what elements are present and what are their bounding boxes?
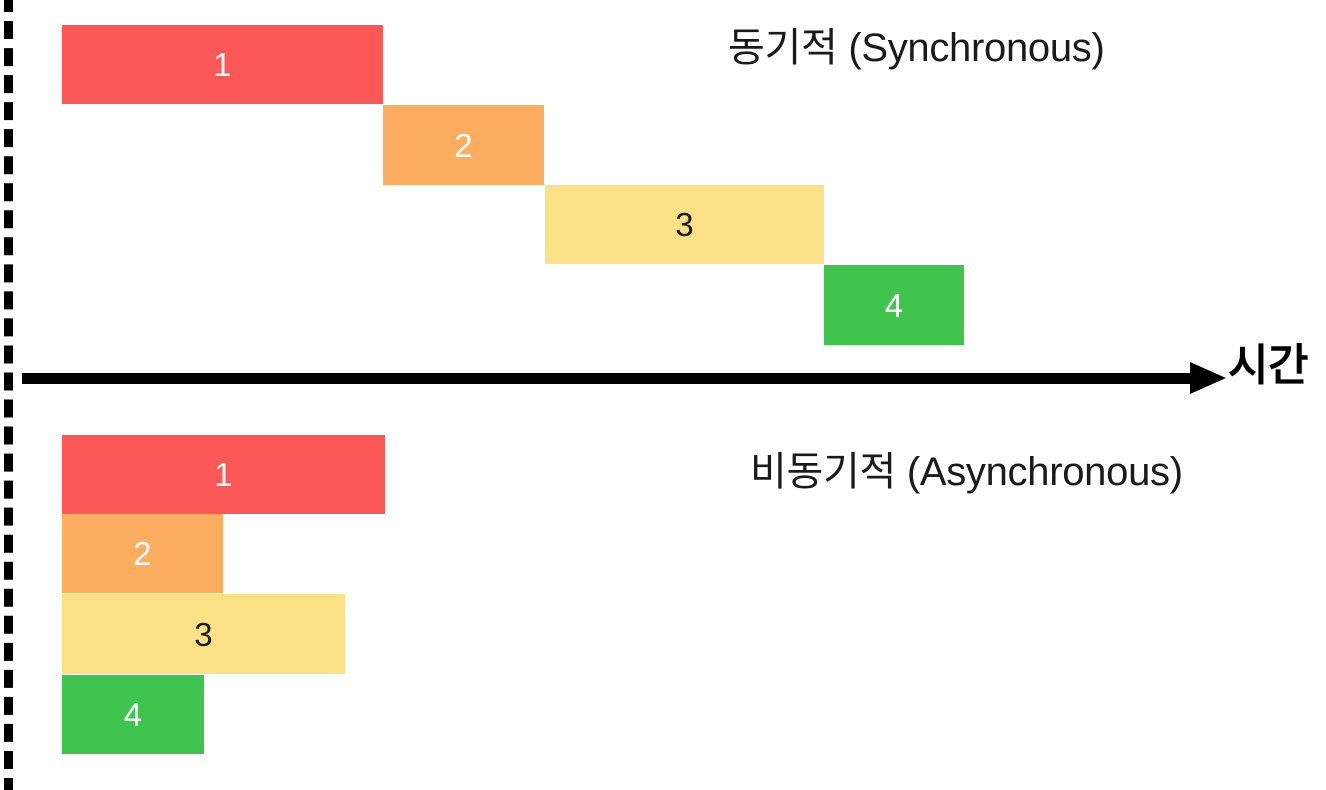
task-bar-label: 3 xyxy=(194,615,213,653)
task-bar-label: 4 xyxy=(884,286,904,324)
task-bar-asynchronous-2: 2 xyxy=(62,514,223,593)
section-caption-asynchronous: 비동기적 (Asynchronous) xyxy=(750,450,1183,494)
axis-label: 시간 xyxy=(1228,341,1308,390)
task-bar-asynchronous-1: 1 xyxy=(62,435,385,514)
time-axis xyxy=(22,362,1226,394)
dashed-left-border xyxy=(4,0,13,790)
task-bar-label: 2 xyxy=(133,535,152,572)
task-bar-label: 4 xyxy=(123,696,143,733)
task-bar-label: 1 xyxy=(214,456,233,493)
task-bar-label: 3 xyxy=(675,206,694,243)
task-bar-synchronous-3: 3 xyxy=(545,185,824,264)
task-bar-asynchronous-4: 4 xyxy=(62,675,204,754)
task-bar-synchronous-1: 1 xyxy=(62,25,383,104)
arrow-right-icon xyxy=(1190,362,1226,394)
task-bar-asynchronous-3: 3 xyxy=(62,594,345,674)
section-caption-synchronous: 동기적 (Synchronous) xyxy=(728,26,1105,70)
task-bar-label: 2 xyxy=(454,126,473,164)
task-bar-synchronous-4: 4 xyxy=(824,265,964,345)
task-bar-label: 1 xyxy=(213,46,232,83)
task-bar-synchronous-2: 2 xyxy=(383,105,544,185)
axis-line xyxy=(22,373,1202,384)
